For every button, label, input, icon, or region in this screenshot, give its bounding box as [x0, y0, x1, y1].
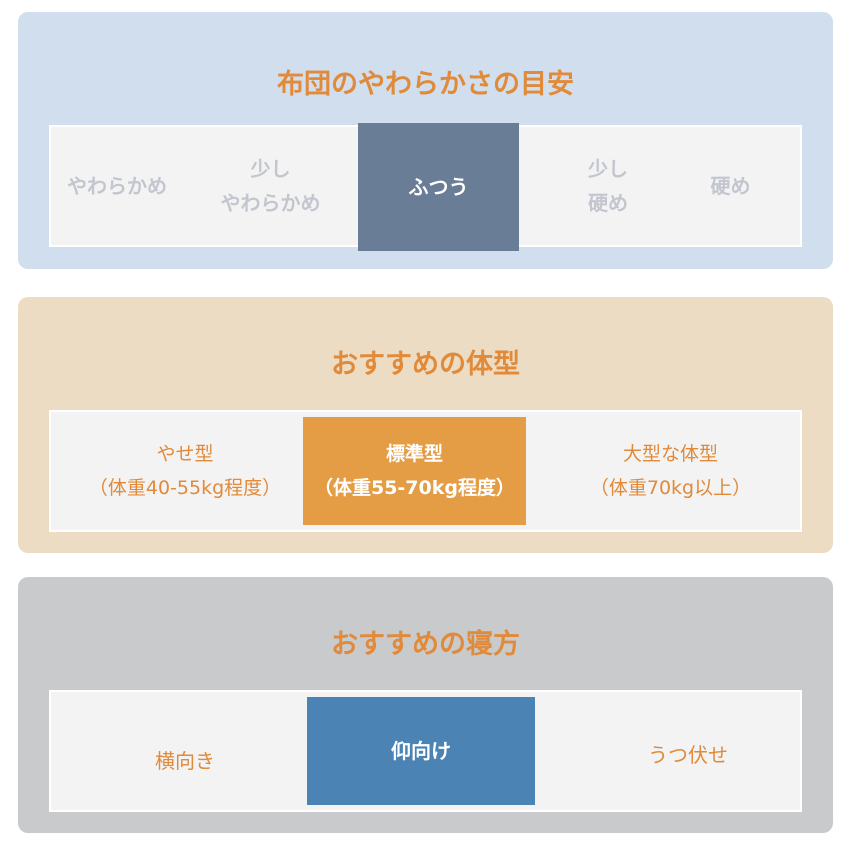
firmness-option-label: やわらかめ	[220, 191, 321, 215]
sleep-position-option-label: うつ伏せ	[648, 743, 728, 767]
body-type-option-large: 大型な体型 （体重70kg以上）	[541, 412, 800, 530]
sleep-position-option-back: 仰向け	[307, 697, 535, 805]
body-type-option-slim: やせ型 （体重40-55kg程度）	[51, 412, 319, 530]
firmness-card: 布団のやわらかさの目安 やわらかめ 少し やわらかめ ふつう 少し 硬め 硬め	[18, 12, 833, 269]
body-type-option-label: 大型な体型	[622, 443, 718, 465]
firmness-option-label: やわらかめ	[67, 174, 167, 198]
sleep-position-option-stomach: うつ伏せ	[576, 696, 800, 814]
firmness-option-soft: やわらかめ	[51, 127, 183, 245]
body-type-option-standard: 標準型 （体重55-70kg程度）	[303, 417, 526, 525]
firmness-option-normal: ふつう	[358, 123, 519, 251]
body-type-option-label: やせ型	[156, 443, 214, 465]
body-type-option-weight: （体重40-55kg程度）	[88, 477, 282, 499]
body-type-option-weight: （体重70kg以上）	[589, 477, 752, 499]
sleep-position-card: おすすめの寝方 横向き 仰向け うつ伏せ	[18, 577, 833, 833]
firmness-option-slightly-firm: 少し 硬め	[519, 127, 697, 245]
sleep-position-option-label: 仰向け	[391, 739, 451, 763]
body-type-option-weight: （体重55-70kg程度）	[313, 477, 515, 499]
body-type-card: おすすめの体型 やせ型 （体重40-55kg程度） 標準型 （体重55-70kg…	[18, 297, 833, 553]
firmness-option-firm: 硬め	[661, 127, 800, 245]
firmness-option-label: 少し	[250, 157, 291, 181]
body-type-option-label: 標準型	[385, 443, 443, 465]
sleep-position-title: おすすめの寝方	[331, 629, 520, 660]
sleep-position-option-side: 横向き	[51, 702, 319, 820]
body-type-scale: やせ型 （体重40-55kg程度） 標準型 （体重55-70kg程度） 大型な体…	[49, 410, 802, 532]
body-type-title: おすすめの体型	[331, 349, 520, 380]
firmness-option-slightly-soft: 少し やわらかめ	[183, 127, 358, 245]
firmness-scale: やわらかめ 少し やわらかめ ふつう 少し 硬め 硬め	[49, 123, 802, 251]
firmness-title: 布団のやわらかさの目安	[277, 69, 574, 100]
firmness-option-label: ふつう	[408, 175, 469, 199]
firmness-option-label: 少し	[588, 157, 628, 181]
firmness-option-label: 硬め	[710, 174, 751, 198]
sleep-position-scale: 横向き 仰向け うつ伏せ	[49, 690, 802, 812]
firmness-option-label: 硬め	[588, 191, 628, 215]
sleep-position-option-label: 横向き	[155, 749, 215, 773]
